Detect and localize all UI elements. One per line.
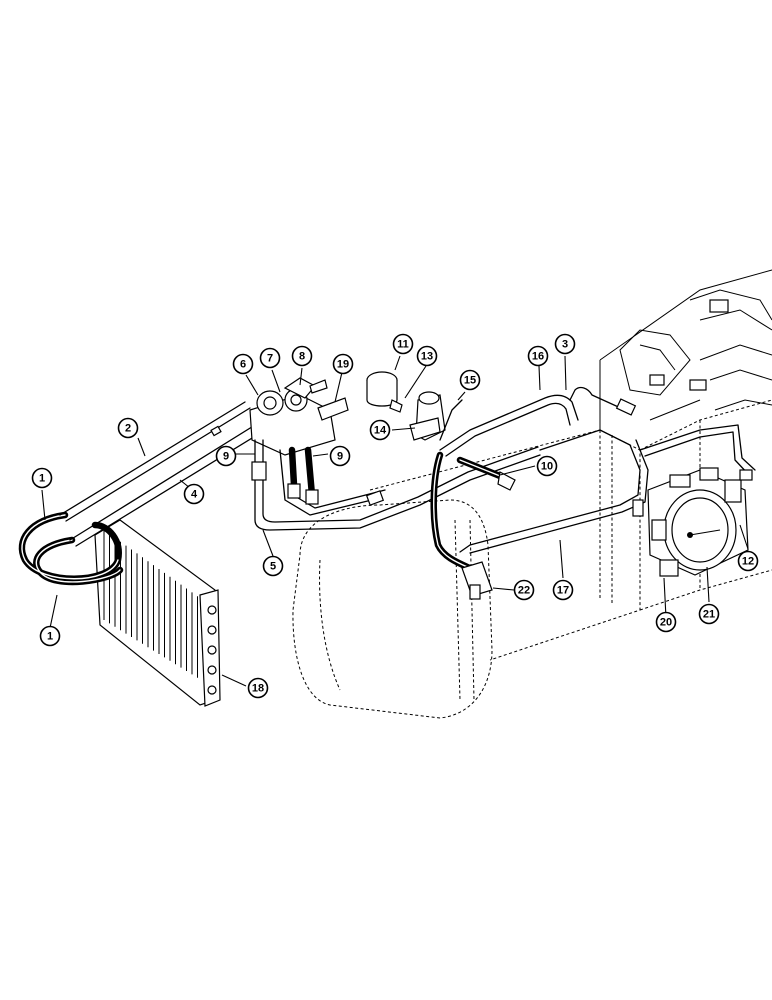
callout-c20: 20	[655, 611, 677, 633]
callout-c1a: 1	[31, 467, 53, 489]
callout-circle	[232, 353, 254, 375]
callout-c13: 13	[416, 345, 438, 367]
leader-lines	[41, 355, 749, 687]
callout-circle	[369, 419, 391, 441]
callout-circle	[291, 345, 313, 367]
callout-label: 8	[299, 351, 305, 363]
slave-cylinder	[461, 561, 493, 600]
callout-label: 12	[742, 556, 754, 568]
callout-circle	[259, 347, 281, 369]
callout-c9a: 9	[215, 445, 237, 467]
callout-label: 9	[337, 451, 343, 463]
callout-label: 10	[541, 461, 553, 473]
callout-label: 22	[518, 585, 530, 597]
callout-c8: 8	[291, 345, 313, 367]
callout-label: 1	[39, 473, 45, 485]
hose-10	[456, 456, 516, 491]
callout-circle	[332, 353, 354, 375]
hydraulic-pump	[647, 467, 753, 577]
callout-label: 19	[337, 359, 349, 371]
callout-circle	[737, 550, 759, 572]
callout-label: 13	[421, 351, 433, 363]
callout-circle	[392, 333, 414, 355]
callout-circle	[527, 345, 549, 367]
callout-c21: 21	[698, 603, 720, 625]
callout-c3: 3	[554, 333, 576, 355]
callout-circle	[117, 417, 139, 439]
callout-label: 6	[240, 359, 246, 371]
callout-circle	[39, 625, 61, 647]
callout-circle	[552, 579, 574, 601]
callout-c12: 12	[737, 550, 759, 572]
steel-pipes-2-4	[59, 401, 263, 547]
callout-circle	[655, 611, 677, 633]
cooler-hoses	[18, 511, 124, 586]
callout-label: 20	[660, 617, 672, 629]
callout-label: 4	[191, 489, 198, 501]
transmission-housing-outline	[292, 269, 772, 719]
callout-label: 2	[125, 423, 131, 435]
callout-label: 17	[557, 585, 569, 597]
callout-label: 18	[252, 683, 264, 695]
pipes-5-9	[251, 439, 541, 531]
callout-label: 1	[47, 631, 53, 643]
callout-c7: 7	[259, 347, 281, 369]
callout-circle	[262, 555, 284, 577]
callout-c11: 11	[392, 333, 414, 355]
callout-c9b: 9	[329, 445, 351, 467]
callout-c18: 18	[247, 677, 269, 699]
callout-c1b: 1	[39, 625, 61, 647]
accumulator-filter	[366, 371, 446, 441]
callout-c16: 16	[527, 345, 549, 367]
callout-label: 3	[562, 339, 568, 351]
callout-c2: 2	[117, 417, 139, 439]
callout-circle	[459, 369, 481, 391]
callout-label: 11	[397, 339, 409, 351]
callout-label: 21	[703, 609, 715, 621]
callout-c14: 14	[369, 419, 391, 441]
callout-c15: 15	[459, 369, 481, 391]
callout-circle	[183, 483, 205, 505]
callout-label: 15	[464, 375, 476, 387]
callout-circle	[416, 345, 438, 367]
callout-circle	[31, 467, 53, 489]
callout-label: 5	[270, 561, 276, 573]
callout-c22: 22	[513, 579, 535, 601]
callout-label: 9	[223, 451, 229, 463]
pipes-3-16-17	[439, 386, 756, 554]
callout-circle	[247, 677, 269, 699]
callout-c17: 17	[552, 579, 574, 601]
callout-circle	[215, 445, 237, 467]
callout-circle	[698, 603, 720, 625]
callout-circle	[513, 579, 535, 601]
callout-label: 14	[374, 425, 387, 437]
callout-c6: 6	[232, 353, 254, 375]
callout-c5: 5	[262, 555, 284, 577]
callout-label: 16	[532, 351, 544, 363]
callout-circle	[536, 455, 558, 477]
callout-c19: 19	[332, 353, 354, 375]
oil-cooler	[94, 519, 221, 707]
callout-c4: 4	[183, 483, 205, 505]
callout-circle	[554, 333, 576, 355]
valve-block	[249, 377, 349, 456]
hose-15	[430, 399, 482, 576]
callout-circle	[329, 445, 351, 467]
callout-label: 7	[267, 353, 273, 365]
callout-c10: 10	[536, 455, 558, 477]
